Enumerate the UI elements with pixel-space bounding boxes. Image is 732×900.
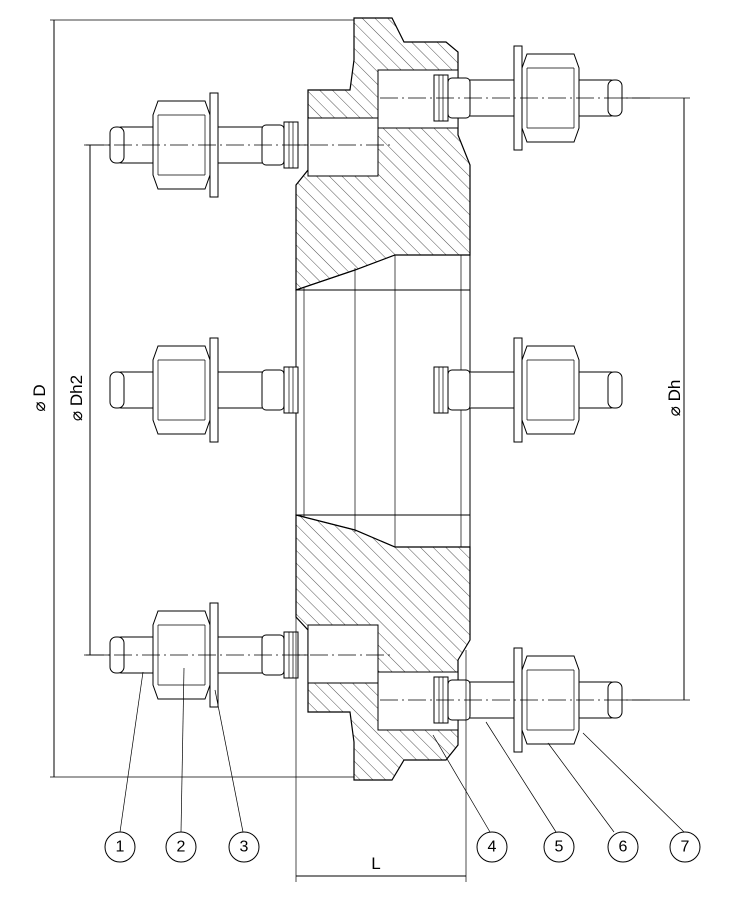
balloon-1: 1 [104,831,136,863]
svg-text:5: 5 [555,839,564,856]
balloon-7: 7 [669,831,701,863]
balloon-4: 4 [476,831,508,863]
svg-text:6: 6 [619,839,628,856]
dimension-d-label: ⌀ D [30,384,49,411]
dimension-dh2-label: ⌀ Dh2 [67,375,86,421]
svg-text:4: 4 [488,839,497,856]
dimension-length-l: L [295,600,467,882]
balloon-2: 2 [165,831,197,863]
dimension-dh-label: ⌀ Dh [665,380,684,417]
svg-text:3: 3 [240,839,249,856]
dimension-l-label: L [371,854,380,873]
svg-text:7: 7 [681,839,690,856]
balloon-5: 5 [543,831,575,863]
leader-lines [119,667,685,833]
balloons: 1 2 3 4 5 6 7 [104,831,701,863]
svg-text:1: 1 [116,839,125,856]
balloon-3: 3 [228,831,260,863]
dimension-outer-d: ⌀ D [30,19,360,778]
bolt-left-middle [109,337,299,443]
svg-text:2: 2 [177,839,186,856]
balloon-6: 6 [607,831,639,863]
centre-lines [86,97,650,701]
